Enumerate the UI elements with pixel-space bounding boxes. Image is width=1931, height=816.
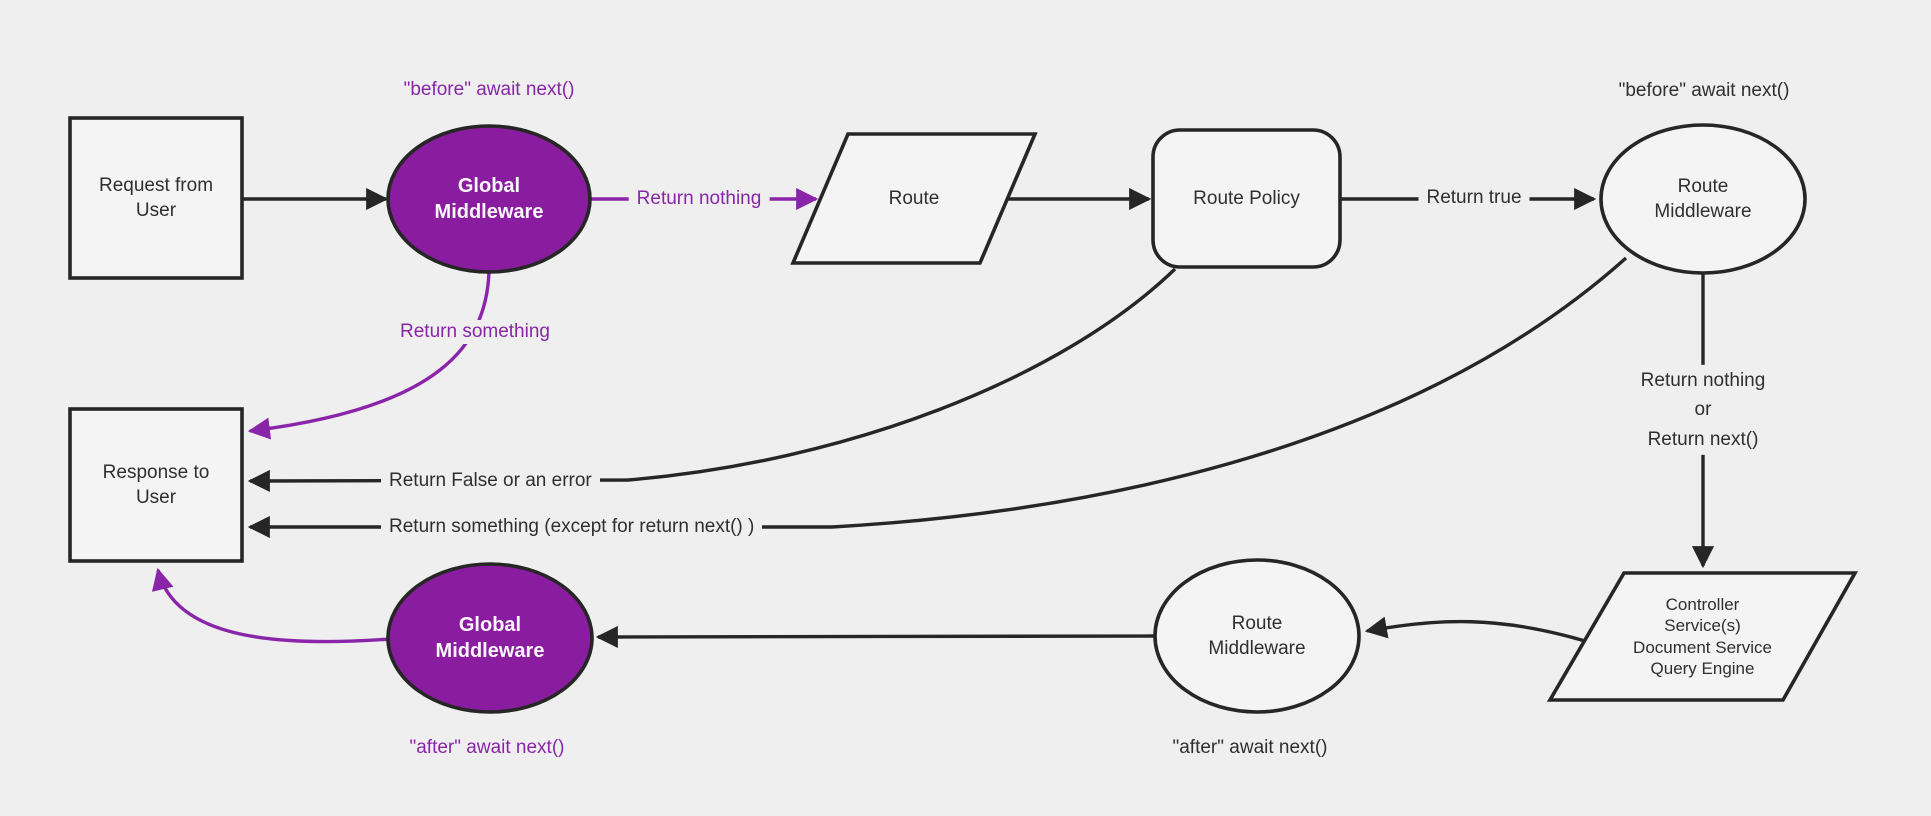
return-false-or-error-label: Return False or an error bbox=[381, 469, 600, 493]
global-middleware-top-label: Global Middleware bbox=[434, 174, 544, 223]
global-middleware-top-ellipse bbox=[386, 124, 592, 274]
edge-global-middleware-bottom-to-response bbox=[151, 567, 391, 644]
after-await-next-global-label: "after" await next() bbox=[409, 737, 565, 758]
edge-global-middleware-to-response bbox=[247, 271, 491, 440]
edge-route-policy-to-response bbox=[247, 267, 1177, 492]
route-middleware-bottom-label: Route Middleware bbox=[1208, 612, 1306, 659]
return-something-except-label: Return something (except for return next… bbox=[381, 515, 763, 539]
return-nothing-label: Return nothing bbox=[628, 187, 770, 211]
return-something-label: Return something bbox=[392, 320, 558, 344]
after-await-next-route-label: "after" await next() bbox=[1172, 737, 1328, 758]
response-to-user-box bbox=[68, 407, 244, 563]
route-middleware-top-label: Route Middleware bbox=[1654, 175, 1752, 222]
global-middleware-bottom-label: Global Middleware bbox=[435, 613, 545, 662]
edge-route-middleware-to-response bbox=[247, 256, 1628, 539]
edge-controller-to-route-middleware-bottom bbox=[1364, 616, 1586, 643]
before-await-next-route-label: "before" await next() bbox=[1618, 80, 1790, 101]
request-from-user-box bbox=[68, 116, 244, 280]
return-true-label: Return true bbox=[1418, 186, 1530, 210]
route-policy-box bbox=[1151, 128, 1342, 269]
controller-parallelogram bbox=[1546, 571, 1859, 702]
route-middleware-bottom-ellipse bbox=[1153, 558, 1361, 714]
response-to-user-label: Response to User bbox=[102, 461, 210, 508]
before-await-next-global-label: "before" await next() bbox=[403, 79, 575, 100]
route-middleware-top-ellipse bbox=[1599, 123, 1807, 275]
route-policy-label: Route Policy bbox=[1193, 187, 1300, 209]
controller-label: Controller Service(s) Document Service Q… bbox=[1633, 594, 1772, 678]
route-label: Route bbox=[888, 187, 940, 209]
edge-route-middleware-bottom-to-global-middleware-bottom bbox=[595, 625, 1156, 649]
return-nothing-or-next-label: Return nothing or Return next() bbox=[1632, 364, 1774, 456]
global-middleware-bottom-ellipse bbox=[386, 562, 594, 714]
request-from-user-label: Request from User bbox=[98, 174, 214, 221]
route-parallelogram bbox=[790, 132, 1038, 265]
